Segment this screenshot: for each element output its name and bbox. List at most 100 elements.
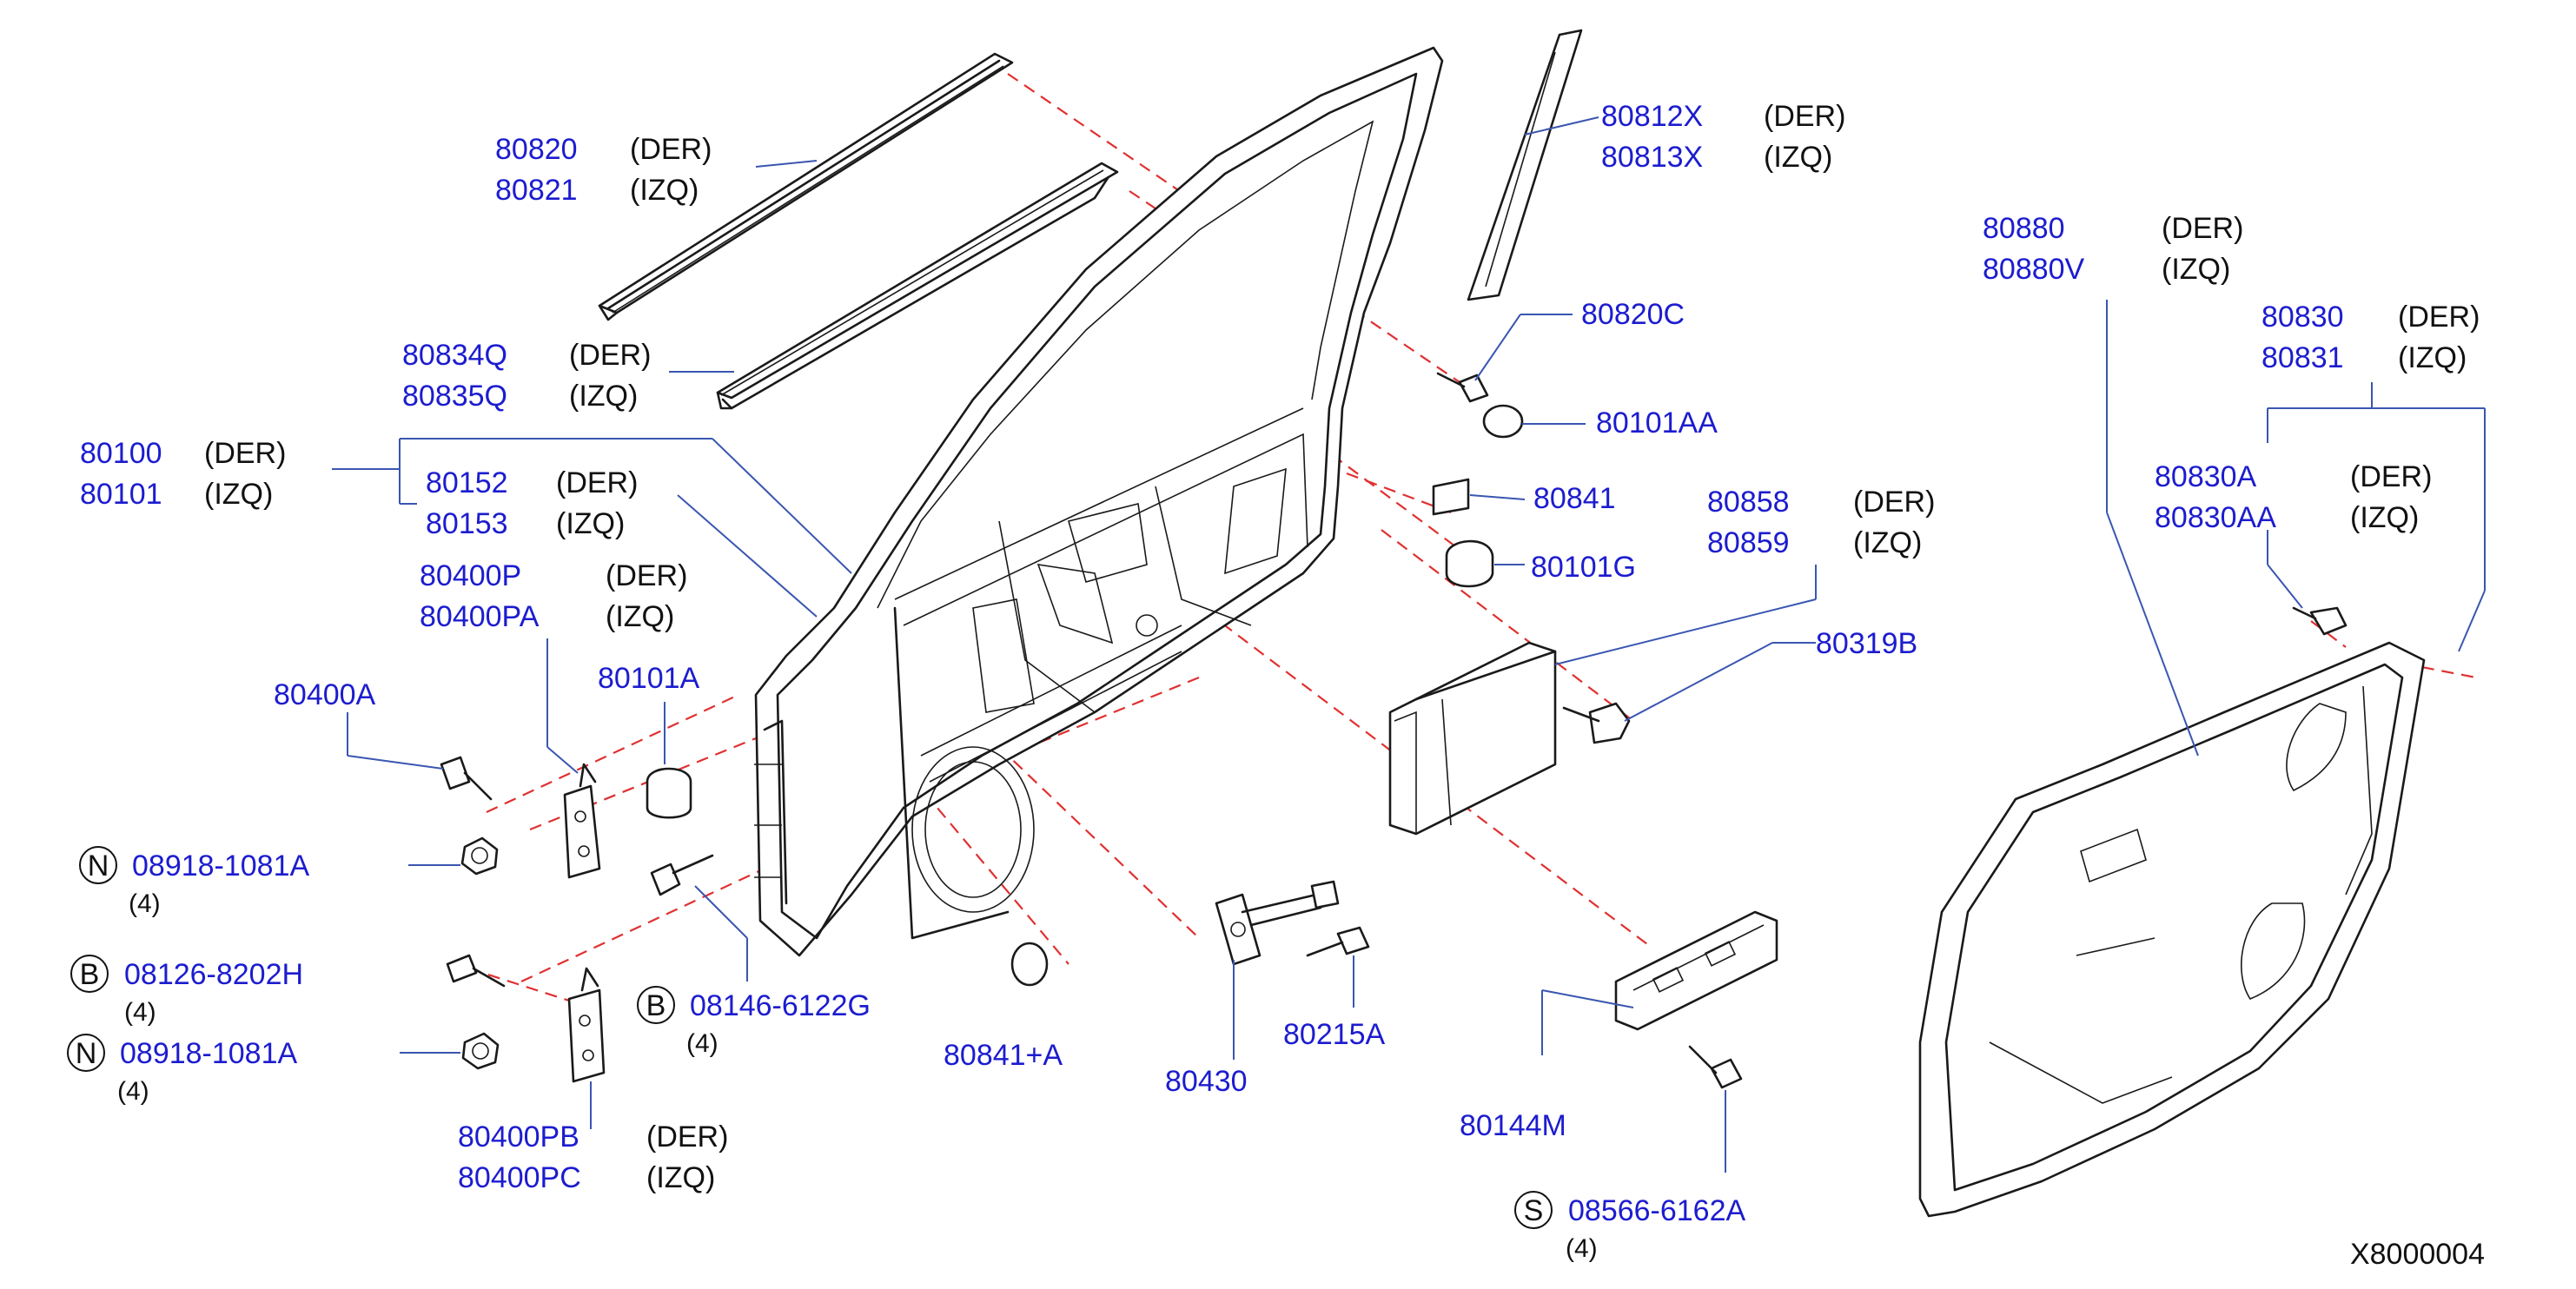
part-number: 80859: [1707, 526, 1790, 559]
callout-80400pb: 80400PB (DER) 80400PC (IZQ): [458, 1120, 728, 1194]
lower-hinge-drawing: [567, 967, 606, 1083]
upper-hinge-drawing: [563, 763, 601, 879]
part-number: 80880: [1983, 212, 2065, 245]
seal-80841-drawing: [1432, 478, 1470, 516]
part-number: 08566-6162A: [1568, 1194, 1746, 1227]
part-number: 80319B: [1816, 627, 1917, 660]
leader-lines: [332, 116, 2486, 1173]
side-label: (DER): [556, 466, 638, 499]
side-label: (IZQ): [569, 380, 638, 413]
callout-80830a: 80830A (DER) 80830AA (IZQ): [2155, 460, 2432, 534]
prefix-letter: N: [88, 849, 109, 882]
part-number: 80400A: [274, 678, 376, 711]
side-label: (IZQ): [630, 174, 699, 207]
bolt-80215a-drawing: [1306, 926, 1370, 957]
callout-08918-1081a-bottom: N 08918-1081A (4): [67, 1034, 298, 1106]
part-number: 80152: [426, 466, 508, 499]
prefix-letter: B: [80, 958, 100, 991]
part-number: 80101AA: [1596, 407, 1718, 440]
circle-n-symbol: [79, 846, 117, 884]
callout-80820: 80820 (DER) 80821 (IZQ): [495, 133, 712, 207]
callout-08146-6122g: B 08146-6122G (4): [637, 986, 871, 1058]
side-label: (IZQ): [2350, 501, 2419, 534]
outer-weatherstrip-drawing: [598, 52, 1014, 321]
door-trim-panel-drawing: [1918, 641, 2426, 1218]
side-label: (IZQ): [2162, 253, 2230, 286]
side-label: (IZQ): [646, 1161, 715, 1194]
circle-s-symbol: [1514, 1191, 1553, 1229]
part-number: 80400PB: [458, 1120, 579, 1153]
clip-80830a-drawing: [2292, 606, 2348, 636]
cap-80101aa-drawing: [1482, 404, 1524, 439]
callout-08566-6162a: S 08566-6162A (4): [1514, 1191, 1746, 1263]
circle-n-symbol: [67, 1034, 105, 1072]
plug-drawing: [1010, 942, 1049, 987]
callout-80215a: 80215A: [1283, 1018, 1386, 1051]
clip-80820c-drawing: [1436, 372, 1489, 403]
part-number: 08146-6122G: [690, 989, 871, 1022]
callout-80841: 80841: [1533, 482, 1616, 515]
callout-08918-1081a-top: N 08918-1081A (4): [79, 846, 310, 918]
part-number: 80858: [1707, 486, 1790, 519]
quantity: (4): [686, 1029, 718, 1058]
callout-80880: 80880 (DER) 80880V (IZQ): [1983, 212, 2243, 286]
lock-plate-drawing: [1614, 910, 1778, 1031]
part-number: 80830: [2261, 301, 2344, 334]
callout-80830: 80830 (DER) 80831 (IZQ): [2261, 301, 2480, 374]
part-number: 80831: [2261, 341, 2344, 374]
part-number: 80820: [495, 133, 578, 166]
part-number: 08918-1081A: [132, 849, 310, 882]
side-label: (DER): [1853, 486, 1935, 519]
side-label: (DER): [606, 559, 687, 592]
door-shell-drawing: [754, 46, 1444, 957]
part-number: 80834Q: [402, 339, 507, 372]
part-number: 80144M: [1460, 1109, 1566, 1142]
quantity: (4): [1566, 1234, 1598, 1263]
callout-80152: 80152 (DER) 80153 (IZQ): [426, 466, 638, 540]
prefix-letter: S: [1524, 1194, 1544, 1227]
quantity: (4): [129, 889, 161, 918]
part-number: 80400P: [420, 559, 521, 592]
callout-80101a: 80101A: [598, 662, 700, 695]
part-number: 80820C: [1581, 298, 1685, 331]
part-number: 80841+A: [944, 1039, 1063, 1072]
callout-80430: 80430: [1165, 1065, 1248, 1098]
callout-80841-a: 80841+A: [944, 1039, 1063, 1072]
diagram-code: X8000004: [2350, 1238, 2485, 1271]
side-label: (IZQ): [2398, 341, 2467, 374]
part-number: 80430: [1165, 1065, 1248, 1098]
callout-80100: 80100 (DER) 80101 (IZQ): [80, 437, 286, 511]
part-number: 80400PA: [420, 600, 540, 633]
callout-80400a: 80400A: [274, 678, 376, 711]
callout-80820c: 80820C: [1581, 298, 1685, 331]
part-number: 80101: [80, 478, 162, 511]
part-number: 80100: [80, 437, 162, 470]
quantity: (4): [124, 998, 156, 1027]
side-label: (IZQ): [1853, 526, 1922, 559]
part-number: 80400PC: [458, 1161, 581, 1194]
side-label: (IZQ): [204, 478, 273, 511]
pillar-garnish-drawing: [1467, 29, 1583, 301]
callout-80858: 80858 (DER) 80859 (IZQ): [1707, 486, 1935, 559]
callout-80319b: 80319B: [1816, 627, 1917, 660]
side-label: (DER): [1764, 100, 1845, 133]
part-number: 80880V: [1983, 253, 2085, 286]
circle-b-symbol: [70, 955, 109, 993]
side-label: (DER): [204, 437, 286, 470]
callout-80101aa: 80101AA: [1596, 407, 1718, 440]
prefix-letter: N: [76, 1037, 97, 1070]
side-label: (DER): [2350, 460, 2432, 493]
control-module-drawing: [1388, 641, 1557, 836]
side-label: (DER): [569, 339, 651, 372]
part-number: 80812X: [1601, 100, 1703, 133]
part-number: 80821: [495, 174, 578, 207]
side-label: (IZQ): [1764, 141, 1832, 174]
fastener-drawings-left: [440, 756, 714, 1070]
inner-weatherstrip-drawing: [716, 162, 1119, 410]
callout-80101g: 80101G: [1531, 551, 1636, 584]
side-label: (IZQ): [606, 600, 674, 633]
check-link-drawing: [1215, 880, 1340, 966]
part-number: 80215A: [1283, 1018, 1386, 1051]
quantity: (4): [117, 1077, 149, 1106]
